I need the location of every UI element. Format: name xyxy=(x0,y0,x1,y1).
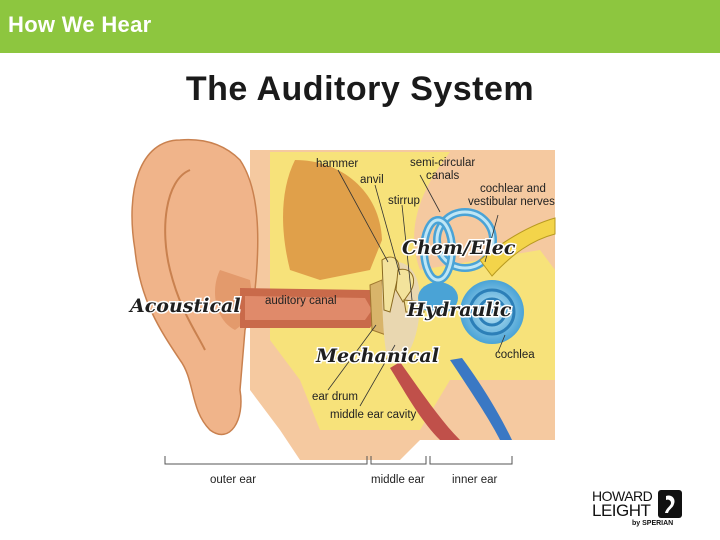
auditory-canal-inner xyxy=(245,296,372,320)
leader-lines xyxy=(327,169,506,407)
region-outer-ear: outer ear xyxy=(210,474,256,486)
pinna-fold xyxy=(164,169,206,351)
semicircular-canals xyxy=(420,208,497,284)
label-semicircular-1: semi-circular xyxy=(410,157,475,169)
region-middle-ear: middle ear xyxy=(371,474,425,486)
cochlea-shape xyxy=(460,280,524,344)
vestibule xyxy=(418,282,458,314)
label-semicircular-2: canals xyxy=(426,170,459,182)
header-bar xyxy=(0,0,720,53)
label-auditory-canal: auditory canal xyxy=(265,295,337,307)
eustachian-tube xyxy=(390,362,460,440)
label-anvil: anvil xyxy=(360,174,384,186)
label-nerves-1: cochlear and xyxy=(480,183,546,195)
label-stirrup: stirrup xyxy=(388,195,420,207)
logo-line2: LEIGHT xyxy=(592,501,651,520)
label-hammer: hammer xyxy=(316,158,358,170)
label-cochlea: cochlea xyxy=(495,349,535,361)
label-nerves-2: vestibular nerves xyxy=(468,196,555,208)
label-middle-ear-cavity: middle ear cavity xyxy=(330,409,417,421)
ear-anatomy-diagram: hammer anvil semi-circular canals stirru… xyxy=(127,138,556,486)
temporal-bone xyxy=(283,160,382,280)
stage-chem-elec: Chem/Elec xyxy=(402,237,516,259)
cochlear-nerve xyxy=(479,217,556,277)
stage-mechanical: Mechanical xyxy=(315,345,439,367)
logo-mark-icon xyxy=(658,490,682,518)
header-title: How We Hear xyxy=(8,12,152,37)
stirrup-bone xyxy=(403,299,425,313)
region-brackets xyxy=(164,456,513,465)
hammer-bone xyxy=(381,256,400,313)
stage-hydraulic: Hydraulic xyxy=(406,299,512,321)
slide-title: The Auditory System xyxy=(185,70,535,108)
blood-vessel xyxy=(450,358,512,440)
logo-line1: HOWARD xyxy=(592,488,653,504)
howard-leight-logo: HOWARD LEIGHT by SPERIAN xyxy=(592,488,688,532)
label-ear-drum: ear drum xyxy=(312,391,358,403)
pinna xyxy=(131,138,259,436)
logo-subtitle: by SPERIAN xyxy=(632,520,674,527)
region-inner-ear: inner ear xyxy=(452,474,498,486)
stage-acoustical: Acoustical xyxy=(128,295,241,317)
